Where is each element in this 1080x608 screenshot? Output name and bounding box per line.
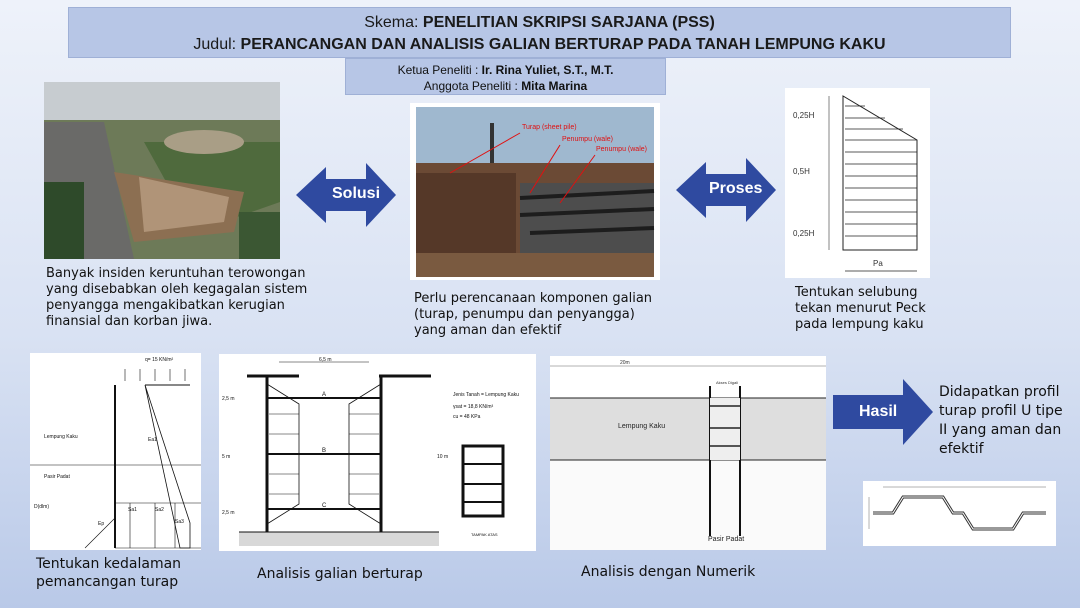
hasil-arrow (833, 379, 933, 445)
numeric-axis-label: Akses Digali (716, 380, 738, 385)
solusi-arrow (296, 163, 396, 227)
peck-diagram: 0,25H 0,5H 0,25H Pa (785, 88, 930, 278)
analysis-gamma: γsat = 18,8 KN/m³ (453, 404, 493, 410)
analysis-h2-label: 5 m (222, 454, 230, 460)
skema-prefix: Skema: (364, 14, 423, 31)
peck-diagram-svg: 0,25H 0,5H 0,25H Pa (793, 95, 918, 272)
proses-arrow-shape (676, 158, 776, 222)
ketua-line: Ketua Peneliti : Ir. Rina Yuliet, S.T., … (346, 62, 665, 78)
sheetpile-photo: Turap (sheet pile) Penumpu (wale) Penump… (410, 103, 660, 280)
numeric-sand-label: Pasir Padat (708, 536, 744, 543)
depth-sa2-label: Sa2 (155, 507, 164, 513)
peck-top-label: 0,25H (793, 111, 815, 120)
analysis-width-label: 6,5 m (319, 357, 332, 363)
collapse-photo-art (44, 82, 280, 259)
problem-caption: Banyak insiden keruntuhan terowongan yan… (46, 266, 308, 329)
analysis-soil-title: Jenis Tanah = Lempung Kaku (453, 392, 519, 398)
hasil-arrow-shape (833, 379, 933, 445)
depth-diagram: q= 15 KN/m² Lempung Kaku Pasir Padat D(d… (30, 353, 201, 550)
header-title-box: Skema: PENELITIAN SKRIPSI SARJANA (PSS) … (68, 7, 1011, 58)
depth-ep-label: Ep (98, 521, 104, 527)
sheetpile-photo-art: Turap (sheet pile) Penumpu (wale) Penump… (416, 107, 655, 277)
analysis-h3-label: 2,5 m (222, 510, 235, 516)
ketua-name: Ir. Rina Yuliet, S.T., M.T. (481, 63, 614, 77)
result-caption: Didapatkan profil turap profil U tipe II… (939, 384, 1063, 457)
process-caption: Tentukan selubung tekan menurut Peck pad… (795, 285, 926, 332)
analysis-b-label: B (322, 448, 326, 454)
penumpu2-label: Penumpu (wale) (596, 146, 647, 153)
anggota-label: Anggota Peneliti : (423, 79, 522, 93)
judul-prefix: Judul: (193, 36, 241, 53)
peck-pa-label: Pa (873, 259, 883, 268)
anggota-line: Anggota Peneliti : Mita Marina (346, 78, 665, 94)
depth-caption: Tentukan kedalaman pemancangan turap (36, 556, 182, 590)
anggota-name: Mita Marina (521, 79, 588, 93)
solusi-label: Solusi (332, 185, 381, 202)
profile-diagram (863, 481, 1056, 546)
depth-ea1-label: Ea1 (148, 437, 157, 443)
numeric-caption: Analisis dengan Numerik (581, 564, 756, 580)
depth-sa1-label: Sa1 (128, 507, 137, 513)
profile-diagram-svg (868, 486, 1046, 531)
peck-mid-label: 0,5H (793, 167, 810, 176)
analysis-diagram: 6,5 m 2,5 m 5 m 2,5 m 10 m A B C Jenis T… (219, 354, 536, 551)
analysis-diagram-svg: 6,5 m 2,5 m 5 m 2,5 m 10 m A B C Jenis T… (222, 357, 519, 546)
numeric-w20-label: 20m (620, 360, 630, 366)
skema-line: Skema: PENELITIAN SKRIPSI SARJANA (PSS) (69, 12, 1010, 34)
depth-soil2-label: Pasir Padat (44, 474, 70, 480)
analysis-h1-label: 2,5 m (222, 396, 235, 402)
analysis-plan-label: TAMPAK ATAS (471, 532, 498, 537)
numeric-diagram: 20m Akses Digali Lempung Kaku Pasir Pada… (550, 356, 826, 550)
skema-value: PENELITIAN SKRIPSI SARJANA (PSS) (422, 14, 715, 31)
judul-line: Judul: PERANCANGAN DAN ANALISIS GALIAN B… (69, 34, 1010, 56)
team-box: Ketua Peneliti : Ir. Rina Yuliet, S.T., … (345, 58, 666, 95)
depth-sa3-label: Sa3 (175, 519, 184, 525)
hasil-label: Hasil (859, 403, 898, 420)
depth-load-label: q= 15 KN/m² (145, 357, 174, 363)
ketua-label: Ketua Peneliti : (397, 63, 482, 77)
peck-bottom-label: 0,25H (793, 229, 815, 238)
turap-label: Turap (sheet pile) (522, 124, 577, 131)
solution-caption: Perlu perencanaan komponen galian (turap… (414, 291, 653, 338)
numeric-diagram-svg: 20m Akses Digali Lempung Kaku Pasir Pada… (550, 360, 826, 550)
solusi-arrow-shape (296, 163, 396, 227)
proses-label: Proses (709, 180, 763, 197)
collapse-photo (44, 82, 280, 259)
penumpu1-label: Penumpu (wale) (562, 136, 613, 143)
analysis-c-label: C (322, 503, 327, 509)
analysis-a-label: A (322, 392, 326, 398)
proses-arrow (676, 158, 776, 222)
judul-value: PERANCANGAN DAN ANALISIS GALIAN BERTURAP… (240, 36, 886, 53)
depth-soil1-label: Lempung Kaku (44, 434, 78, 440)
depth-diagram-svg: q= 15 KN/m² Lempung Kaku Pasir Padat D(d… (30, 357, 201, 549)
depth-d-label: D(dlm) (34, 504, 49, 510)
analysis-cu: cu = 48 KPa (453, 414, 481, 420)
analysis-caption: Analisis galian berturap (257, 566, 423, 582)
analysis-total-label: 10 m (437, 454, 448, 460)
numeric-clay-label: Lempung Kaku (618, 423, 665, 430)
